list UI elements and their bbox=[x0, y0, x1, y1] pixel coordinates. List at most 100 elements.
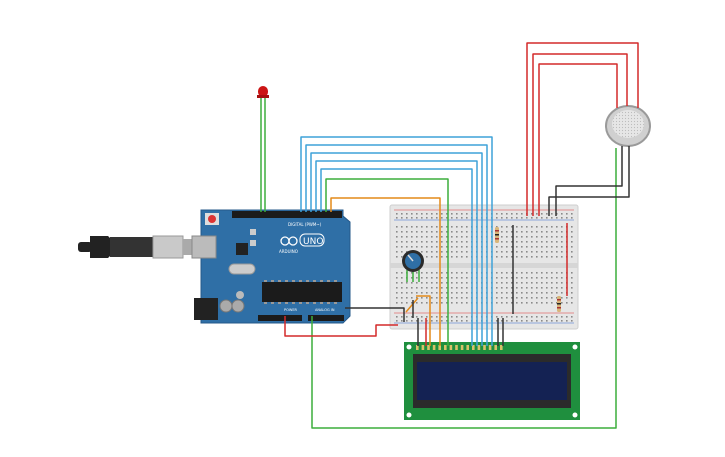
breadboard-hole bbox=[561, 302, 563, 304]
breadboard-hole bbox=[421, 277, 423, 279]
lcd-pin bbox=[421, 345, 425, 350]
breadboard-hole bbox=[416, 282, 418, 284]
breadboard-hole bbox=[556, 256, 558, 258]
breadboard-hole bbox=[556, 217, 558, 219]
breadboard-hole bbox=[436, 320, 438, 322]
wire-blue-5 bbox=[320, 168, 473, 346]
breadboard-hole bbox=[566, 316, 568, 318]
breadboard-hole bbox=[546, 297, 548, 299]
resistor-1[interactable] bbox=[495, 227, 499, 243]
breadboard-hole bbox=[451, 282, 453, 284]
breadboard-hole bbox=[521, 282, 523, 284]
lcd-pin bbox=[483, 345, 486, 350]
breadboard-hole bbox=[436, 277, 438, 279]
breadboard-hole bbox=[446, 213, 448, 215]
breadboard-hole bbox=[466, 297, 468, 299]
breadboard-hole bbox=[396, 213, 398, 215]
breadboard-hole bbox=[571, 256, 573, 258]
breadboard-hole bbox=[466, 246, 468, 248]
breadboard-hole bbox=[421, 236, 423, 238]
breadboard-hole bbox=[406, 217, 408, 219]
breadboard-hole bbox=[546, 277, 548, 279]
breadboard-hole bbox=[426, 320, 428, 322]
breadboard-hole bbox=[556, 226, 558, 228]
breadboard-hole bbox=[451, 316, 453, 318]
gas-sensor[interactable] bbox=[605, 105, 651, 147]
breadboard-hole bbox=[561, 236, 563, 238]
breadboard-hole bbox=[441, 256, 443, 258]
breadboard-hole bbox=[431, 316, 433, 318]
breadboard-hole bbox=[516, 316, 518, 318]
breadboard-hole bbox=[561, 217, 563, 219]
breadboard-hole bbox=[561, 246, 563, 248]
breadboard-hole bbox=[496, 292, 498, 294]
breadboard-hole bbox=[531, 320, 533, 322]
breadboard-hole bbox=[531, 236, 533, 238]
breadboard-hole bbox=[556, 282, 558, 284]
breadboard-hole bbox=[501, 246, 503, 248]
breadboard-hole bbox=[436, 246, 438, 248]
usb-cable[interactable] bbox=[78, 235, 199, 259]
breadboard-hole bbox=[561, 292, 563, 294]
breadboard-hole bbox=[446, 251, 448, 253]
breadboard-hole bbox=[411, 217, 413, 219]
breadboard-hole bbox=[421, 320, 423, 322]
breadboard-hole bbox=[411, 231, 413, 233]
breadboard-hole bbox=[431, 292, 433, 294]
breadboard-hole bbox=[571, 292, 573, 294]
breadboard-hole bbox=[541, 241, 543, 243]
breadboard-hole bbox=[571, 213, 573, 215]
breadboard-hole bbox=[401, 282, 403, 284]
breadboard-hole bbox=[416, 292, 418, 294]
breadboard-hole bbox=[531, 251, 533, 253]
breadboard-hole bbox=[506, 251, 508, 253]
breadboard-hole bbox=[536, 302, 538, 304]
breadboard-hole bbox=[496, 282, 498, 284]
breadboard-hole bbox=[511, 302, 513, 304]
breadboard-hole bbox=[396, 272, 398, 274]
breadboard-hole bbox=[556, 246, 558, 248]
breadboard-hole bbox=[441, 236, 443, 238]
breadboard-hole bbox=[461, 297, 463, 299]
breadboard-hole bbox=[456, 251, 458, 253]
breadboard-hole bbox=[536, 241, 538, 243]
breadboard-hole bbox=[401, 251, 403, 253]
breadboard-hole bbox=[416, 272, 418, 274]
breadboard-hole bbox=[461, 282, 463, 284]
potentiometer[interactable] bbox=[402, 250, 424, 282]
breadboard-hole bbox=[551, 256, 553, 258]
led[interactable] bbox=[257, 86, 269, 212]
lcd-pin bbox=[455, 345, 458, 350]
breadboard-hole bbox=[511, 320, 513, 322]
digital-header bbox=[232, 211, 342, 218]
breadboard-hole bbox=[456, 287, 458, 289]
breadboard-hole bbox=[416, 320, 418, 322]
resistor-2[interactable] bbox=[557, 296, 561, 312]
breadboard-hole bbox=[556, 231, 558, 233]
breadboard-hole bbox=[511, 292, 513, 294]
breadboard-hole bbox=[456, 226, 458, 228]
breadboard-hole bbox=[566, 302, 568, 304]
breadboard-hole bbox=[411, 316, 413, 318]
arduino-uno[interactable]: ARDUINO UNO DIGITAL (PWM~) POWER ANALOG … bbox=[191, 209, 351, 324]
breadboard-hole bbox=[546, 217, 548, 219]
lcd-16x2[interactable] bbox=[404, 342, 580, 420]
breadboard-hole bbox=[421, 297, 423, 299]
breadboard-hole bbox=[451, 236, 453, 238]
jumper-wires bbox=[284, 42, 639, 429]
breadboard-hole bbox=[461, 246, 463, 248]
breadboard-hole bbox=[526, 272, 528, 274]
breadboard-hole bbox=[436, 251, 438, 253]
breadboard-hole bbox=[521, 246, 523, 248]
breadboard-hole bbox=[461, 236, 463, 238]
breadboard-hole bbox=[506, 302, 508, 304]
breadboard-hole bbox=[436, 287, 438, 289]
breadboard-hole bbox=[416, 213, 418, 215]
breadboard-hole bbox=[446, 316, 448, 318]
breadboard-hole bbox=[506, 282, 508, 284]
breadboard-hole bbox=[431, 287, 433, 289]
breadboard-hole bbox=[406, 316, 408, 318]
breadboard-hole bbox=[431, 217, 433, 219]
breadboard-hole bbox=[566, 213, 568, 215]
wire-blue-2 bbox=[305, 144, 488, 346]
